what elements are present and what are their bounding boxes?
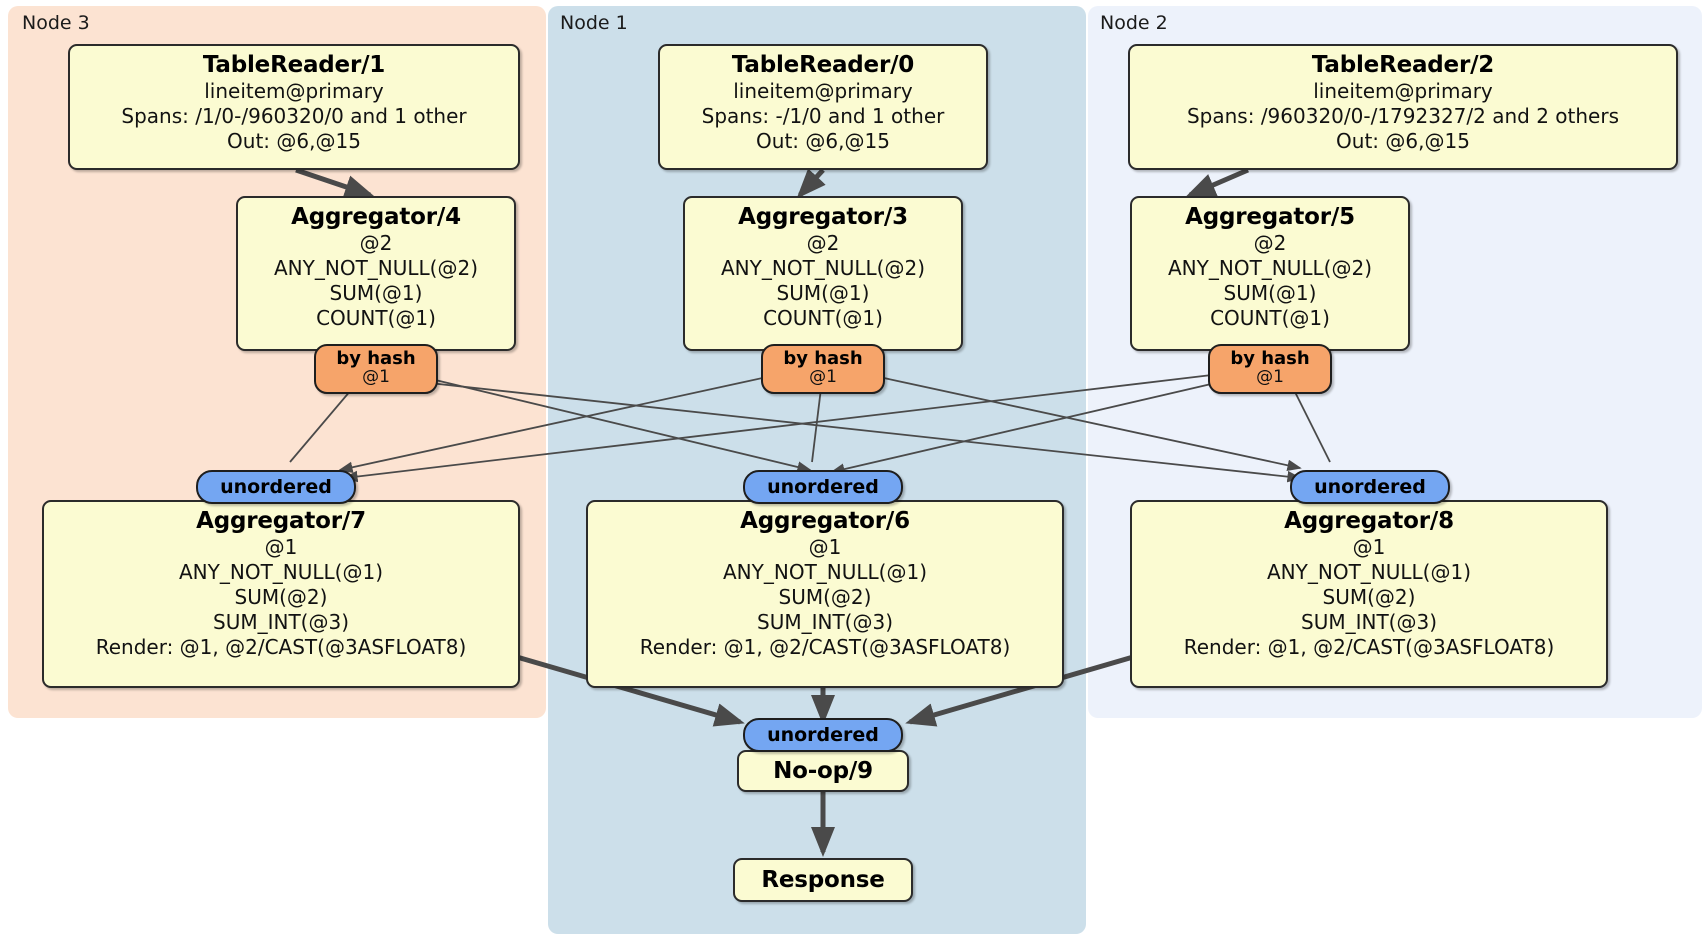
- node-label-node3: Node 3: [22, 12, 90, 34]
- processor-detail-line: Render: @1, @2/CAST(@3ASFLOAT8): [639, 635, 1011, 660]
- processor-title: Aggregator/4: [291, 204, 461, 230]
- processor-detail-line: lineitem@primary: [733, 79, 913, 104]
- processor-detail-line: SUM(@1): [329, 281, 423, 306]
- processor-detail-line: ANY_NOT_NULL(@1): [723, 560, 927, 585]
- processor-detail-line: Out: @6,@15: [756, 129, 890, 154]
- processor-detail-line: Spans: /960320/0-/1792327/2 and 2 others: [1186, 104, 1619, 129]
- router-by-hash-center[interactable]: by hash @1: [761, 344, 885, 394]
- processor-detail-line: SUM_INT(@3): [213, 610, 349, 635]
- processor-detail-line: SUM_INT(@3): [757, 610, 893, 635]
- node-label-node1: Node 1: [560, 12, 628, 34]
- router-column: @1: [1256, 367, 1284, 388]
- processor-detail-line: lineitem@primary: [204, 79, 384, 104]
- processor-title: Aggregator/7: [196, 508, 366, 534]
- synchronizer-unordered-final[interactable]: unordered: [743, 718, 903, 752]
- processor-detail-line: ANY_NOT_NULL(@1): [1267, 560, 1471, 585]
- processor-detail-line: Render: @1, @2/CAST(@3ASFLOAT8): [95, 635, 467, 660]
- processor-title: Aggregator/3: [738, 204, 908, 230]
- processor-detail-line: @1: [1352, 535, 1386, 560]
- processor-detail-line: @1: [264, 535, 298, 560]
- processor-aggregator-4[interactable]: Aggregator/4 @2 ANY_NOT_NULL(@2) SUM(@1)…: [236, 196, 516, 351]
- processor-title: TableReader/1: [202, 52, 386, 78]
- processor-detail-line: COUNT(@1): [316, 306, 436, 331]
- processor-aggregator-8[interactable]: Aggregator/8 @1 ANY_NOT_NULL(@1) SUM(@2)…: [1130, 500, 1608, 688]
- processor-title: TableReader/2: [1311, 52, 1495, 78]
- processor-title: TableReader/0: [731, 52, 915, 78]
- processor-detail-line: Spans: -/1/0 and 1 other: [701, 104, 945, 129]
- processor-aggregator-6[interactable]: Aggregator/6 @1 ANY_NOT_NULL(@1) SUM(@2)…: [586, 500, 1064, 688]
- processor-noop-9[interactable]: No-op/9: [737, 750, 909, 792]
- processor-detail-line: @2: [1253, 231, 1287, 256]
- processor-detail-line: @1: [808, 535, 842, 560]
- processor-response[interactable]: Response: [733, 858, 913, 902]
- processor-detail-line: SUM(@2): [778, 585, 872, 610]
- processor-detail-line: @2: [806, 231, 840, 256]
- synchronizer-label: unordered: [767, 476, 879, 498]
- processor-detail-line: ANY_NOT_NULL(@2): [274, 256, 478, 281]
- processor-aggregator-5[interactable]: Aggregator/5 @2 ANY_NOT_NULL(@2) SUM(@1)…: [1130, 196, 1410, 351]
- processor-title: Response: [761, 867, 885, 893]
- processor-detail-line: SUM(@1): [1223, 281, 1317, 306]
- processor-detail-line: ANY_NOT_NULL(@2): [1168, 256, 1372, 281]
- processor-detail-line: COUNT(@1): [763, 306, 883, 331]
- router-column: @1: [362, 367, 390, 388]
- synchronizer-unordered-center[interactable]: unordered: [743, 470, 903, 504]
- processor-title: Aggregator/6: [740, 508, 910, 534]
- processor-detail-line: ANY_NOT_NULL(@2): [721, 256, 925, 281]
- router-label: by hash: [1230, 348, 1310, 369]
- processor-detail-line: Out: @6,@15: [227, 129, 361, 154]
- processor-detail-line: Spans: /1/0-/960320/0 and 1 other: [121, 104, 467, 129]
- processor-title: No-op/9: [773, 758, 873, 784]
- processor-detail-line: SUM_INT(@3): [1301, 610, 1437, 635]
- router-column: @1: [809, 367, 837, 388]
- router-label: by hash: [336, 348, 416, 369]
- synchronizer-label: unordered: [1314, 476, 1426, 498]
- router-label: by hash: [783, 348, 863, 369]
- processor-tablereader-2[interactable]: TableReader/2 lineitem@primary Spans: /9…: [1128, 44, 1678, 170]
- processor-detail-line: Out: @6,@15: [1336, 129, 1470, 154]
- processor-detail-line: Render: @1, @2/CAST(@3ASFLOAT8): [1183, 635, 1555, 660]
- processor-detail-line: ANY_NOT_NULL(@1): [179, 560, 383, 585]
- processor-title: Aggregator/8: [1284, 508, 1454, 534]
- synchronizer-unordered-right[interactable]: unordered: [1290, 470, 1450, 504]
- router-by-hash-left[interactable]: by hash @1: [314, 344, 438, 394]
- synchronizer-label: unordered: [767, 724, 879, 746]
- processor-detail-line: SUM(@2): [234, 585, 328, 610]
- processor-detail-line: SUM(@1): [776, 281, 870, 306]
- processor-tablereader-1[interactable]: TableReader/1 lineitem@primary Spans: /1…: [68, 44, 520, 170]
- synchronizer-unordered-left[interactable]: unordered: [196, 470, 356, 504]
- processor-title: Aggregator/5: [1185, 204, 1355, 230]
- processor-aggregator-7[interactable]: Aggregator/7 @1 ANY_NOT_NULL(@1) SUM(@2)…: [42, 500, 520, 688]
- processor-tablereader-0[interactable]: TableReader/0 lineitem@primary Spans: -/…: [658, 44, 988, 170]
- router-by-hash-right[interactable]: by hash @1: [1208, 344, 1332, 394]
- processor-detail-line: lineitem@primary: [1313, 79, 1493, 104]
- processor-aggregator-3[interactable]: Aggregator/3 @2 ANY_NOT_NULL(@2) SUM(@1)…: [683, 196, 963, 351]
- node-label-node2: Node 2: [1100, 12, 1168, 34]
- synchronizer-label: unordered: [220, 476, 332, 498]
- processor-detail-line: @2: [359, 231, 393, 256]
- processor-detail-line: COUNT(@1): [1210, 306, 1330, 331]
- processor-detail-line: SUM(@2): [1322, 585, 1416, 610]
